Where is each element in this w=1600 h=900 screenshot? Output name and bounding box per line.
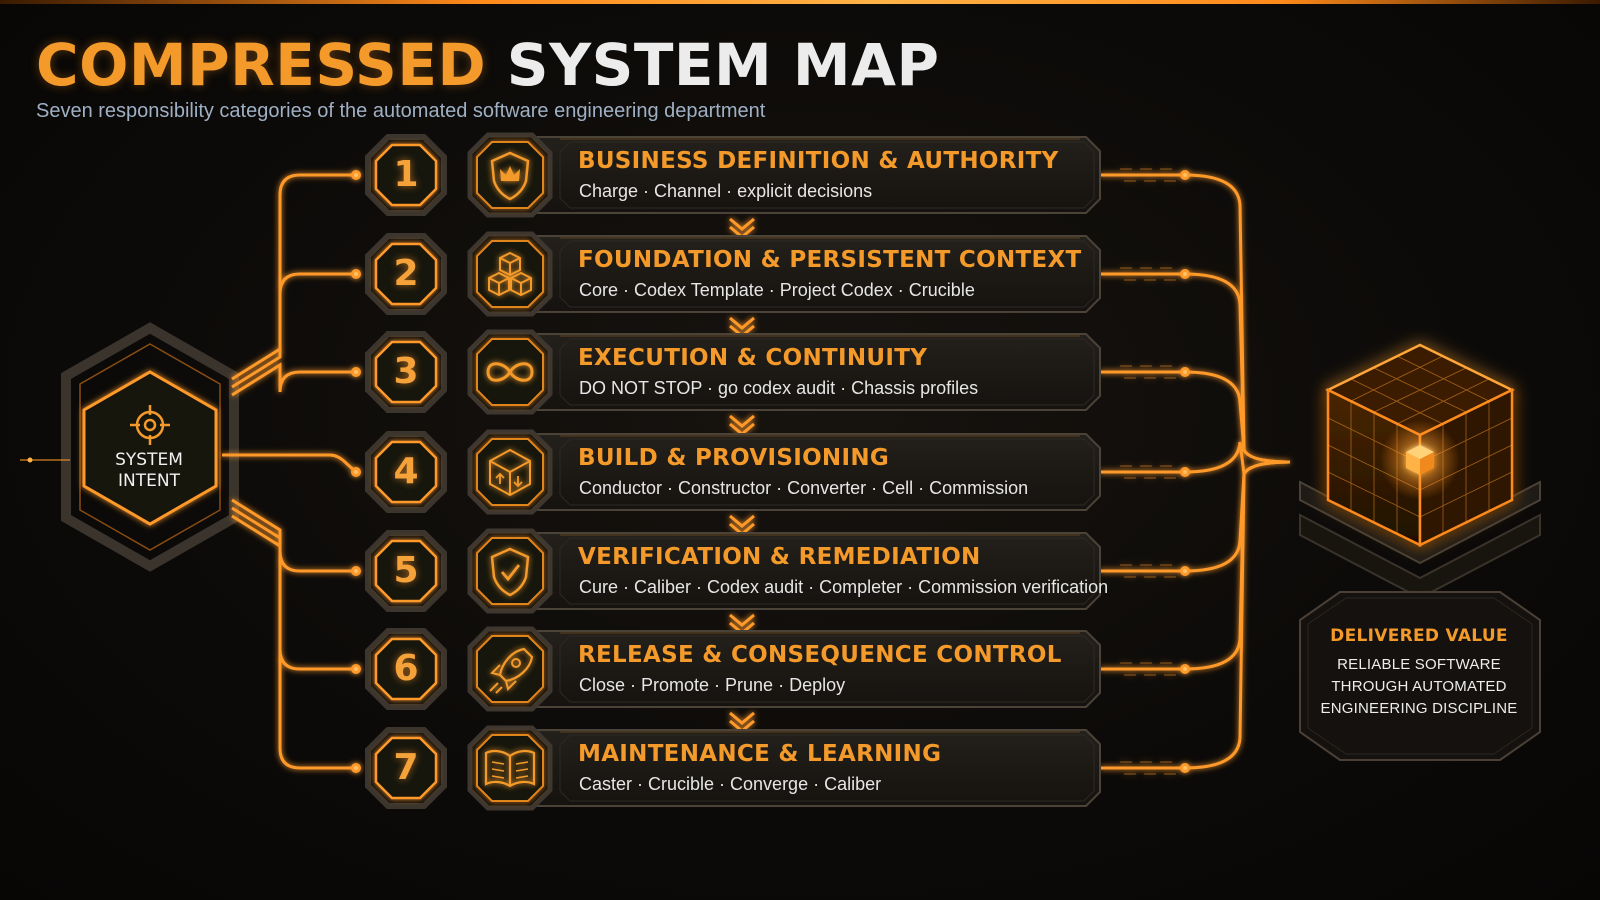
fan-out-line-7 <box>231 514 356 770</box>
stacked-cubes-icon <box>488 251 532 297</box>
category-number-4: 4 <box>393 451 419 492</box>
fan-in-connectors <box>1100 168 1324 775</box>
delivered-value-line1: RELIABLE SOFTWARE <box>1337 656 1501 673</box>
system-intent-line1: SYSTEM <box>115 450 183 470</box>
title-accent-part: COMPRESSED <box>36 31 487 99</box>
number-badge-3 <box>374 340 438 404</box>
title-main-part: SYSTEM MAP <box>506 31 940 99</box>
category-title-5: VERIFICATION & REMEDIATION <box>578 544 981 570</box>
cube-build-icon <box>489 448 531 497</box>
category-row-4 <box>365 429 1101 515</box>
category-items-5: Cure · Caliber · Codex audit · Completer… <box>579 577 1109 597</box>
flow-chevron-3 <box>729 414 755 436</box>
infinity-icon <box>486 362 534 382</box>
shield-check-icon <box>490 547 530 597</box>
category-row-7 <box>365 725 1101 811</box>
category-number-5: 5 <box>393 550 419 591</box>
fan-out-node-6 <box>351 664 361 674</box>
delivered-value-line3: ENGINEERING DISCIPLINE <box>1320 700 1518 717</box>
page-subtitle: Seven responsibility categories of the a… <box>36 100 766 122</box>
fan-out-node-4 <box>351 467 361 477</box>
fan-in-node-6 <box>1180 664 1190 674</box>
category-row-5 <box>365 528 1101 614</box>
number-badge-2 <box>374 242 438 306</box>
category-title-6: RELEASE & CONSEQUENCE CONTROL <box>578 642 1062 668</box>
icon-box-5 <box>476 537 544 605</box>
number-badge-4 <box>374 440 438 504</box>
delivered-value-node <box>1299 343 1541 761</box>
number-badge-7 <box>374 736 438 800</box>
category-title-4: BUILD & PROVISIONING <box>578 445 890 471</box>
category-title-7: MAINTENANCE & LEARNING <box>578 741 942 767</box>
fan-in-line-4 <box>1100 441 1291 480</box>
number-badge-6 <box>374 637 438 701</box>
system-intent-node <box>20 322 239 572</box>
fan-out-node-3 <box>351 367 361 377</box>
category-number-7: 7 <box>393 747 419 788</box>
fan-in-node-4 <box>1180 467 1190 477</box>
category-rows <box>365 132 1101 811</box>
fan-out-line-5 <box>231 498 356 573</box>
category-row-2 <box>365 231 1101 317</box>
fan-out-line-1 <box>231 173 356 381</box>
category-row-6 <box>365 626 1101 712</box>
fan-out-line-6 <box>231 506 356 671</box>
category-number-3: 3 <box>393 351 419 392</box>
fan-out-node-1 <box>351 170 361 180</box>
category-row-3 <box>365 329 1101 415</box>
flow-chevron-4 <box>729 514 755 536</box>
fan-out-line-4 <box>222 453 358 474</box>
fan-out-node-7 <box>351 763 361 773</box>
category-row-1 <box>365 132 1101 218</box>
category-items-6: Close · Promote · Prune · Deploy <box>579 675 846 695</box>
category-title-2: FOUNDATION & PERSISTENT CONTEXT <box>578 247 1082 273</box>
flow-chevron-6 <box>729 711 755 733</box>
delivered-value-description: RELIABLE SOFTWARE THROUGH AUTOMATED ENGI… <box>1310 654 1528 720</box>
system-intent-line2: INTENT <box>118 471 180 491</box>
category-title-3: EXECUTION & CONTINUITY <box>578 345 928 371</box>
fan-out-node-5 <box>351 566 361 576</box>
fan-in-node-7 <box>1180 763 1190 773</box>
number-badge-1 <box>374 143 438 207</box>
delivered-value-line2: THROUGH AUTOMATED <box>1331 678 1507 695</box>
category-items-1: Charge · Channel · explicit decisions <box>579 181 873 201</box>
fan-out-connectors <box>222 170 361 773</box>
fan-in-line-3 <box>1100 370 1291 464</box>
fan-in-line-2 <box>1100 272 1291 464</box>
delivered-value-heading: DELIVERED VALUE <box>1330 626 1508 646</box>
fan-in-line-1 <box>1100 173 1291 464</box>
fan-out-line-3 <box>231 362 356 397</box>
category-items-3: DO NOT STOP · go codex audit · Chassis p… <box>579 378 979 398</box>
fan-in-node-3 <box>1180 367 1190 377</box>
open-book-icon <box>484 749 536 788</box>
fan-in-line-7 <box>1100 460 1291 770</box>
number-badge-5 <box>374 539 438 603</box>
category-title-1: BUSINESS DEFINITION & AUTHORITY <box>578 148 1059 174</box>
category-items-7: Caster · Crucible · Converge · Caliber <box>579 774 882 794</box>
category-items-2: Core · Codex Template · Project Codex · … <box>579 280 975 300</box>
flow-chevron-1 <box>729 217 755 239</box>
top-glow-bar <box>0 0 1600 4</box>
icon-box-6 <box>476 635 544 703</box>
category-number-2: 2 <box>393 253 419 294</box>
category-items-4: Conductor · Constructor · Converter · Ce… <box>579 478 1029 498</box>
fan-out-node-2 <box>351 269 361 279</box>
system-intent-label: SYSTEM INTENT <box>100 450 198 492</box>
fan-out-line-2 <box>231 272 356 389</box>
category-number-6: 6 <box>393 648 419 689</box>
crown-shield-icon <box>490 151 530 201</box>
target-icon <box>130 405 170 445</box>
fan-in-node-2 <box>1180 269 1190 279</box>
category-number-1: 1 <box>393 154 419 195</box>
fan-in-node-5 <box>1180 566 1190 576</box>
page-title: COMPRESSED SYSTEM MAP <box>36 30 940 100</box>
fan-in-node-1 <box>1180 170 1190 180</box>
rocket-icon <box>489 647 534 694</box>
